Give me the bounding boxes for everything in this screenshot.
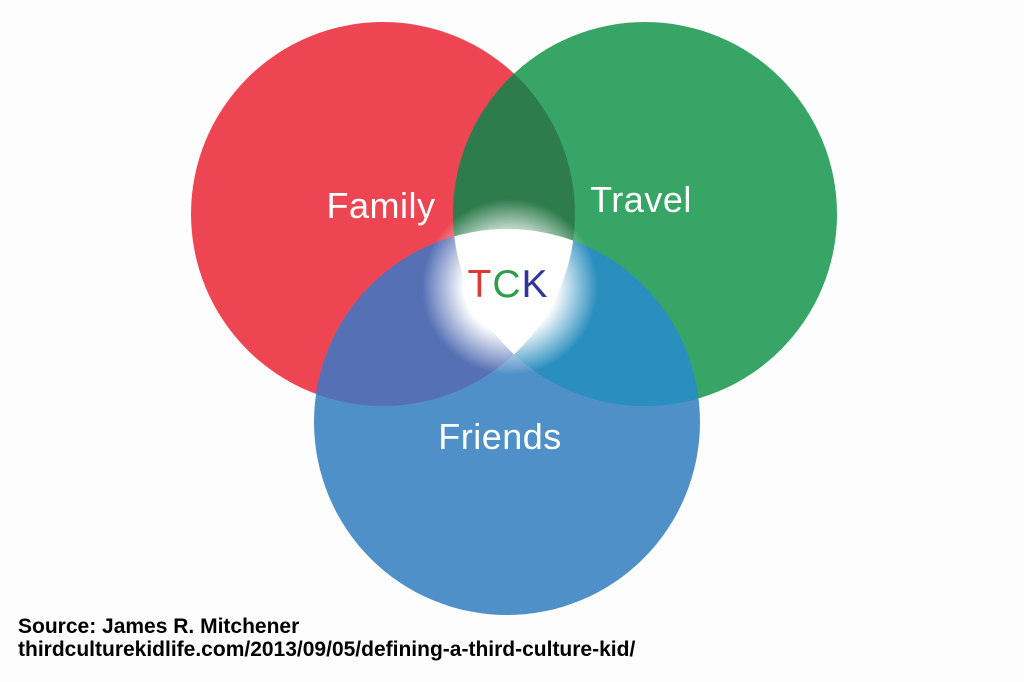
family-friends-overlap bbox=[314, 229, 575, 406]
tck-letter-t: T bbox=[467, 263, 492, 306]
center-glow bbox=[422, 199, 598, 375]
travel-label: Travel bbox=[590, 179, 692, 220]
tck-letter-k: K bbox=[521, 263, 548, 306]
tck-label: TCK bbox=[467, 263, 548, 306]
source-line2: thirdculturekidlife.com/2013/09/05/defin… bbox=[18, 638, 636, 661]
source-caption: Source: James R. Mitchener thirdculturek… bbox=[18, 615, 635, 661]
source-line1: Source: James R. Mitchener bbox=[18, 615, 300, 638]
family-label: Family bbox=[327, 185, 436, 226]
travel-friends-overlap bbox=[453, 229, 700, 406]
friends-label: Friends bbox=[438, 416, 562, 457]
tck-letter-c: C bbox=[492, 263, 521, 306]
